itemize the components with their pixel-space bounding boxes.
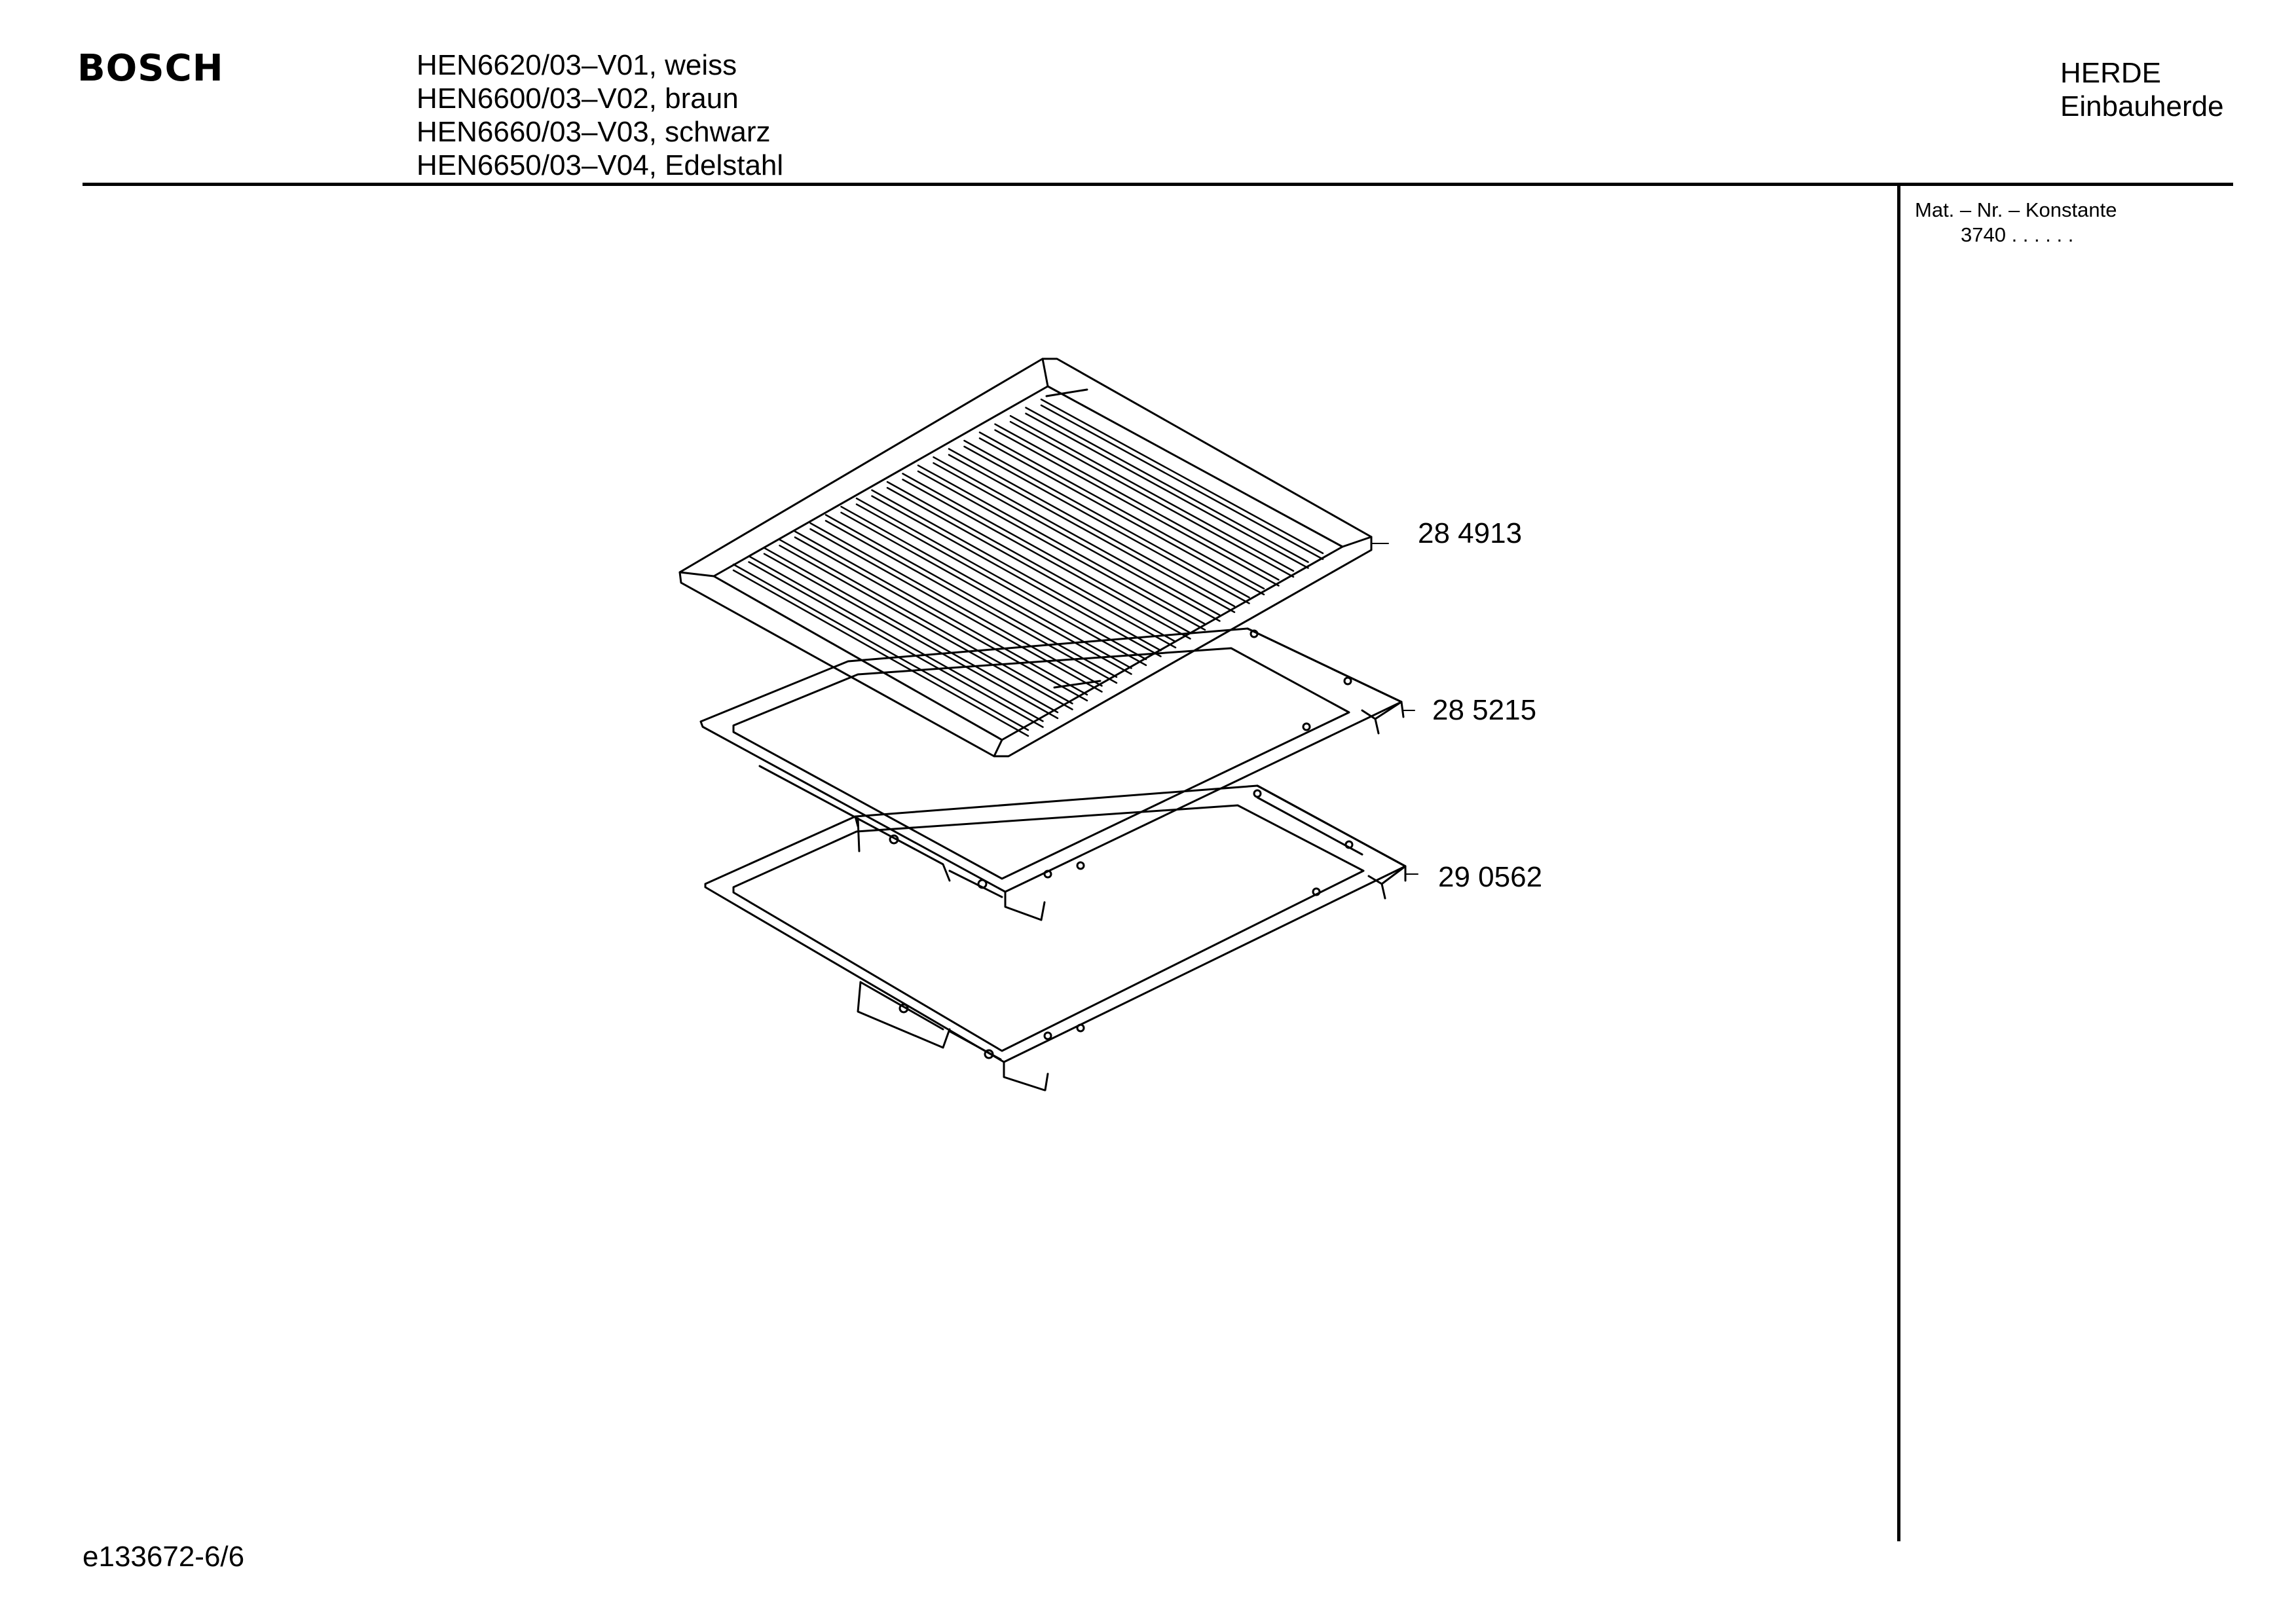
part-number-label: 28 5215 <box>1432 694 1537 726</box>
rack-wire <box>902 473 1191 634</box>
rack-wire <box>763 553 1059 720</box>
rack-wire <box>994 423 1280 581</box>
rack-wire <box>917 470 1206 631</box>
rack-wire <box>933 456 1221 616</box>
rack-wire <box>948 448 1236 608</box>
rack-wire <box>963 445 1250 604</box>
category-block: HERDE Einbauherde <box>2060 56 2224 123</box>
sidebar-divider <box>1897 186 1900 1541</box>
rack-wire <box>963 439 1250 598</box>
rack-wire <box>809 528 1103 693</box>
rack-wire <box>1040 404 1324 560</box>
document-id: e133672-6/6 <box>83 1541 245 1573</box>
model-line: HEN6600/03–V02, braun <box>417 82 739 115</box>
rack-wire <box>871 495 1162 657</box>
rack-wire <box>855 503 1147 667</box>
part-frame-lower <box>704 784 1407 1091</box>
rack-wire <box>1025 412 1309 569</box>
rack-wire <box>1025 407 1309 563</box>
rack-wire <box>732 569 1029 737</box>
material-value: 3740 . . . . . . <box>1961 223 2074 246</box>
rack-wire <box>948 454 1236 614</box>
material-info: Mat. – Nr. – Konstante 3740 . . . . . . <box>1915 198 2117 247</box>
rack-wire <box>779 544 1073 710</box>
rack-wire <box>794 536 1088 702</box>
rack-wire <box>978 431 1265 590</box>
brand-logo: BOSCH <box>77 47 224 90</box>
part-number-label: 28 4913 <box>1418 517 1523 549</box>
rack-wire <box>824 520 1118 684</box>
rack-wire <box>902 479 1191 640</box>
rack-wire <box>794 530 1088 696</box>
part-number-label: 29 0562 <box>1438 861 1543 893</box>
rack-wire <box>763 547 1059 714</box>
rack-wire <box>840 505 1132 669</box>
subcategory-title: Einbauherde <box>2060 90 2224 122</box>
rack-wire <box>748 561 1044 728</box>
rack-wire <box>978 437 1265 596</box>
part-rack-top <box>678 357 1373 758</box>
rack-wire <box>1009 420 1295 578</box>
rack-wire <box>1040 398 1324 555</box>
rack-wire <box>917 464 1206 625</box>
rack-wire <box>732 563 1029 731</box>
rack-wire <box>871 489 1162 651</box>
model-list: HEN6620/03–V01, weiss HEN6600/03–V02, br… <box>417 48 783 182</box>
rack-wire <box>855 497 1147 661</box>
rack-wire <box>748 555 1044 722</box>
header-divider <box>83 183 2233 186</box>
rack-wire <box>886 481 1177 643</box>
rack-wire <box>1009 414 1295 572</box>
rack-wire <box>994 429 1280 587</box>
model-line: HEN6660/03–V03, schwarz <box>417 116 771 148</box>
rack-wire <box>933 462 1221 622</box>
rack-wire <box>886 486 1177 649</box>
rack-wire <box>824 514 1118 678</box>
part-tray-middle <box>699 627 1405 921</box>
model-line: HEN6650/03–V04, Edelstahl <box>417 149 784 181</box>
model-line: HEN6620/03–V01, weiss <box>417 49 737 81</box>
leader-lines <box>1371 543 1418 875</box>
rack-wire <box>840 511 1132 675</box>
rack-wire <box>779 538 1073 705</box>
category-title: HERDE <box>2060 57 2162 89</box>
rack-wires <box>732 398 1324 737</box>
rack-wire <box>809 522 1103 687</box>
material-label: Mat. – Nr. – Konstante <box>1915 198 2117 221</box>
